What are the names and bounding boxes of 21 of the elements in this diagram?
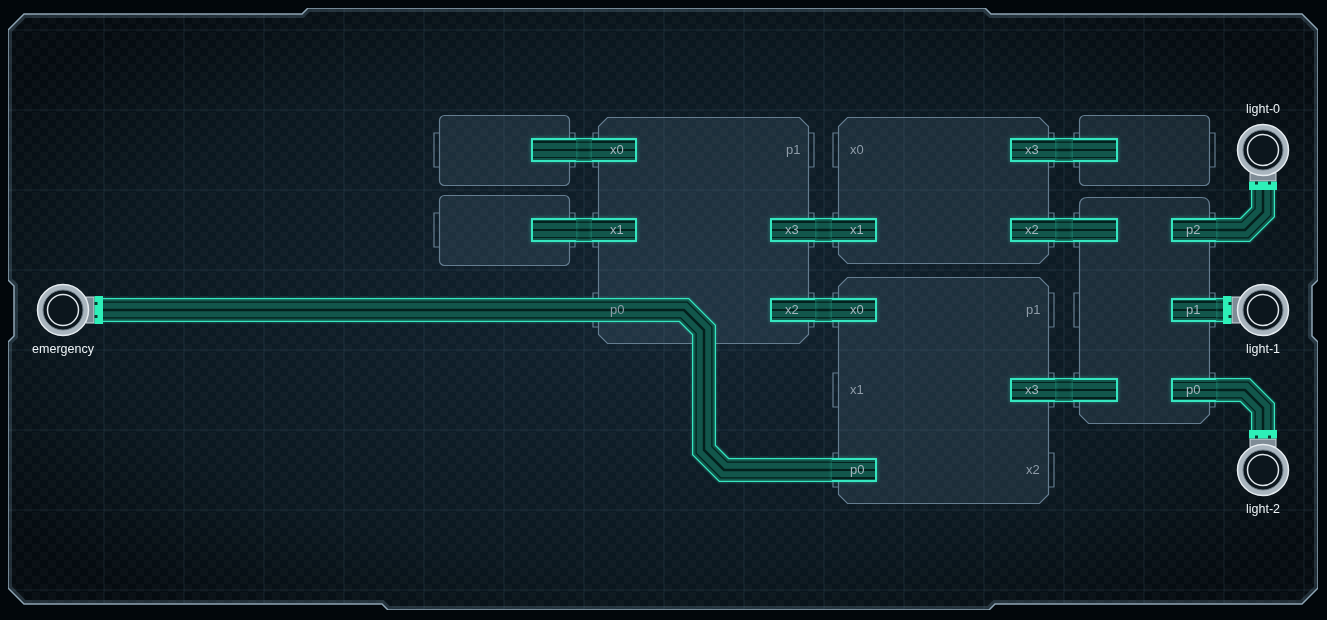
module-block bbox=[1073, 115, 1216, 186]
wire-terminal bbox=[531, 138, 576, 162]
module-block bbox=[433, 115, 576, 186]
wire bbox=[103, 296, 832, 484]
wire bbox=[576, 216, 592, 244]
light-label: light-1 bbox=[1246, 341, 1280, 357]
wire bbox=[1216, 376, 1277, 430]
light-label: emergency bbox=[32, 341, 94, 357]
wire bbox=[815, 296, 832, 324]
wire bbox=[576, 136, 592, 164]
wire-terminal bbox=[531, 218, 576, 242]
wire-terminal bbox=[1073, 138, 1118, 162]
wire bbox=[1216, 296, 1223, 324]
light-label: light-0 bbox=[1246, 101, 1280, 117]
wire bbox=[1055, 376, 1073, 404]
wire bbox=[1216, 190, 1277, 244]
wire bbox=[1055, 216, 1073, 244]
wire bbox=[1055, 136, 1073, 164]
wire bbox=[815, 216, 832, 244]
light-label: light-2 bbox=[1246, 501, 1280, 517]
module-block bbox=[433, 195, 576, 266]
